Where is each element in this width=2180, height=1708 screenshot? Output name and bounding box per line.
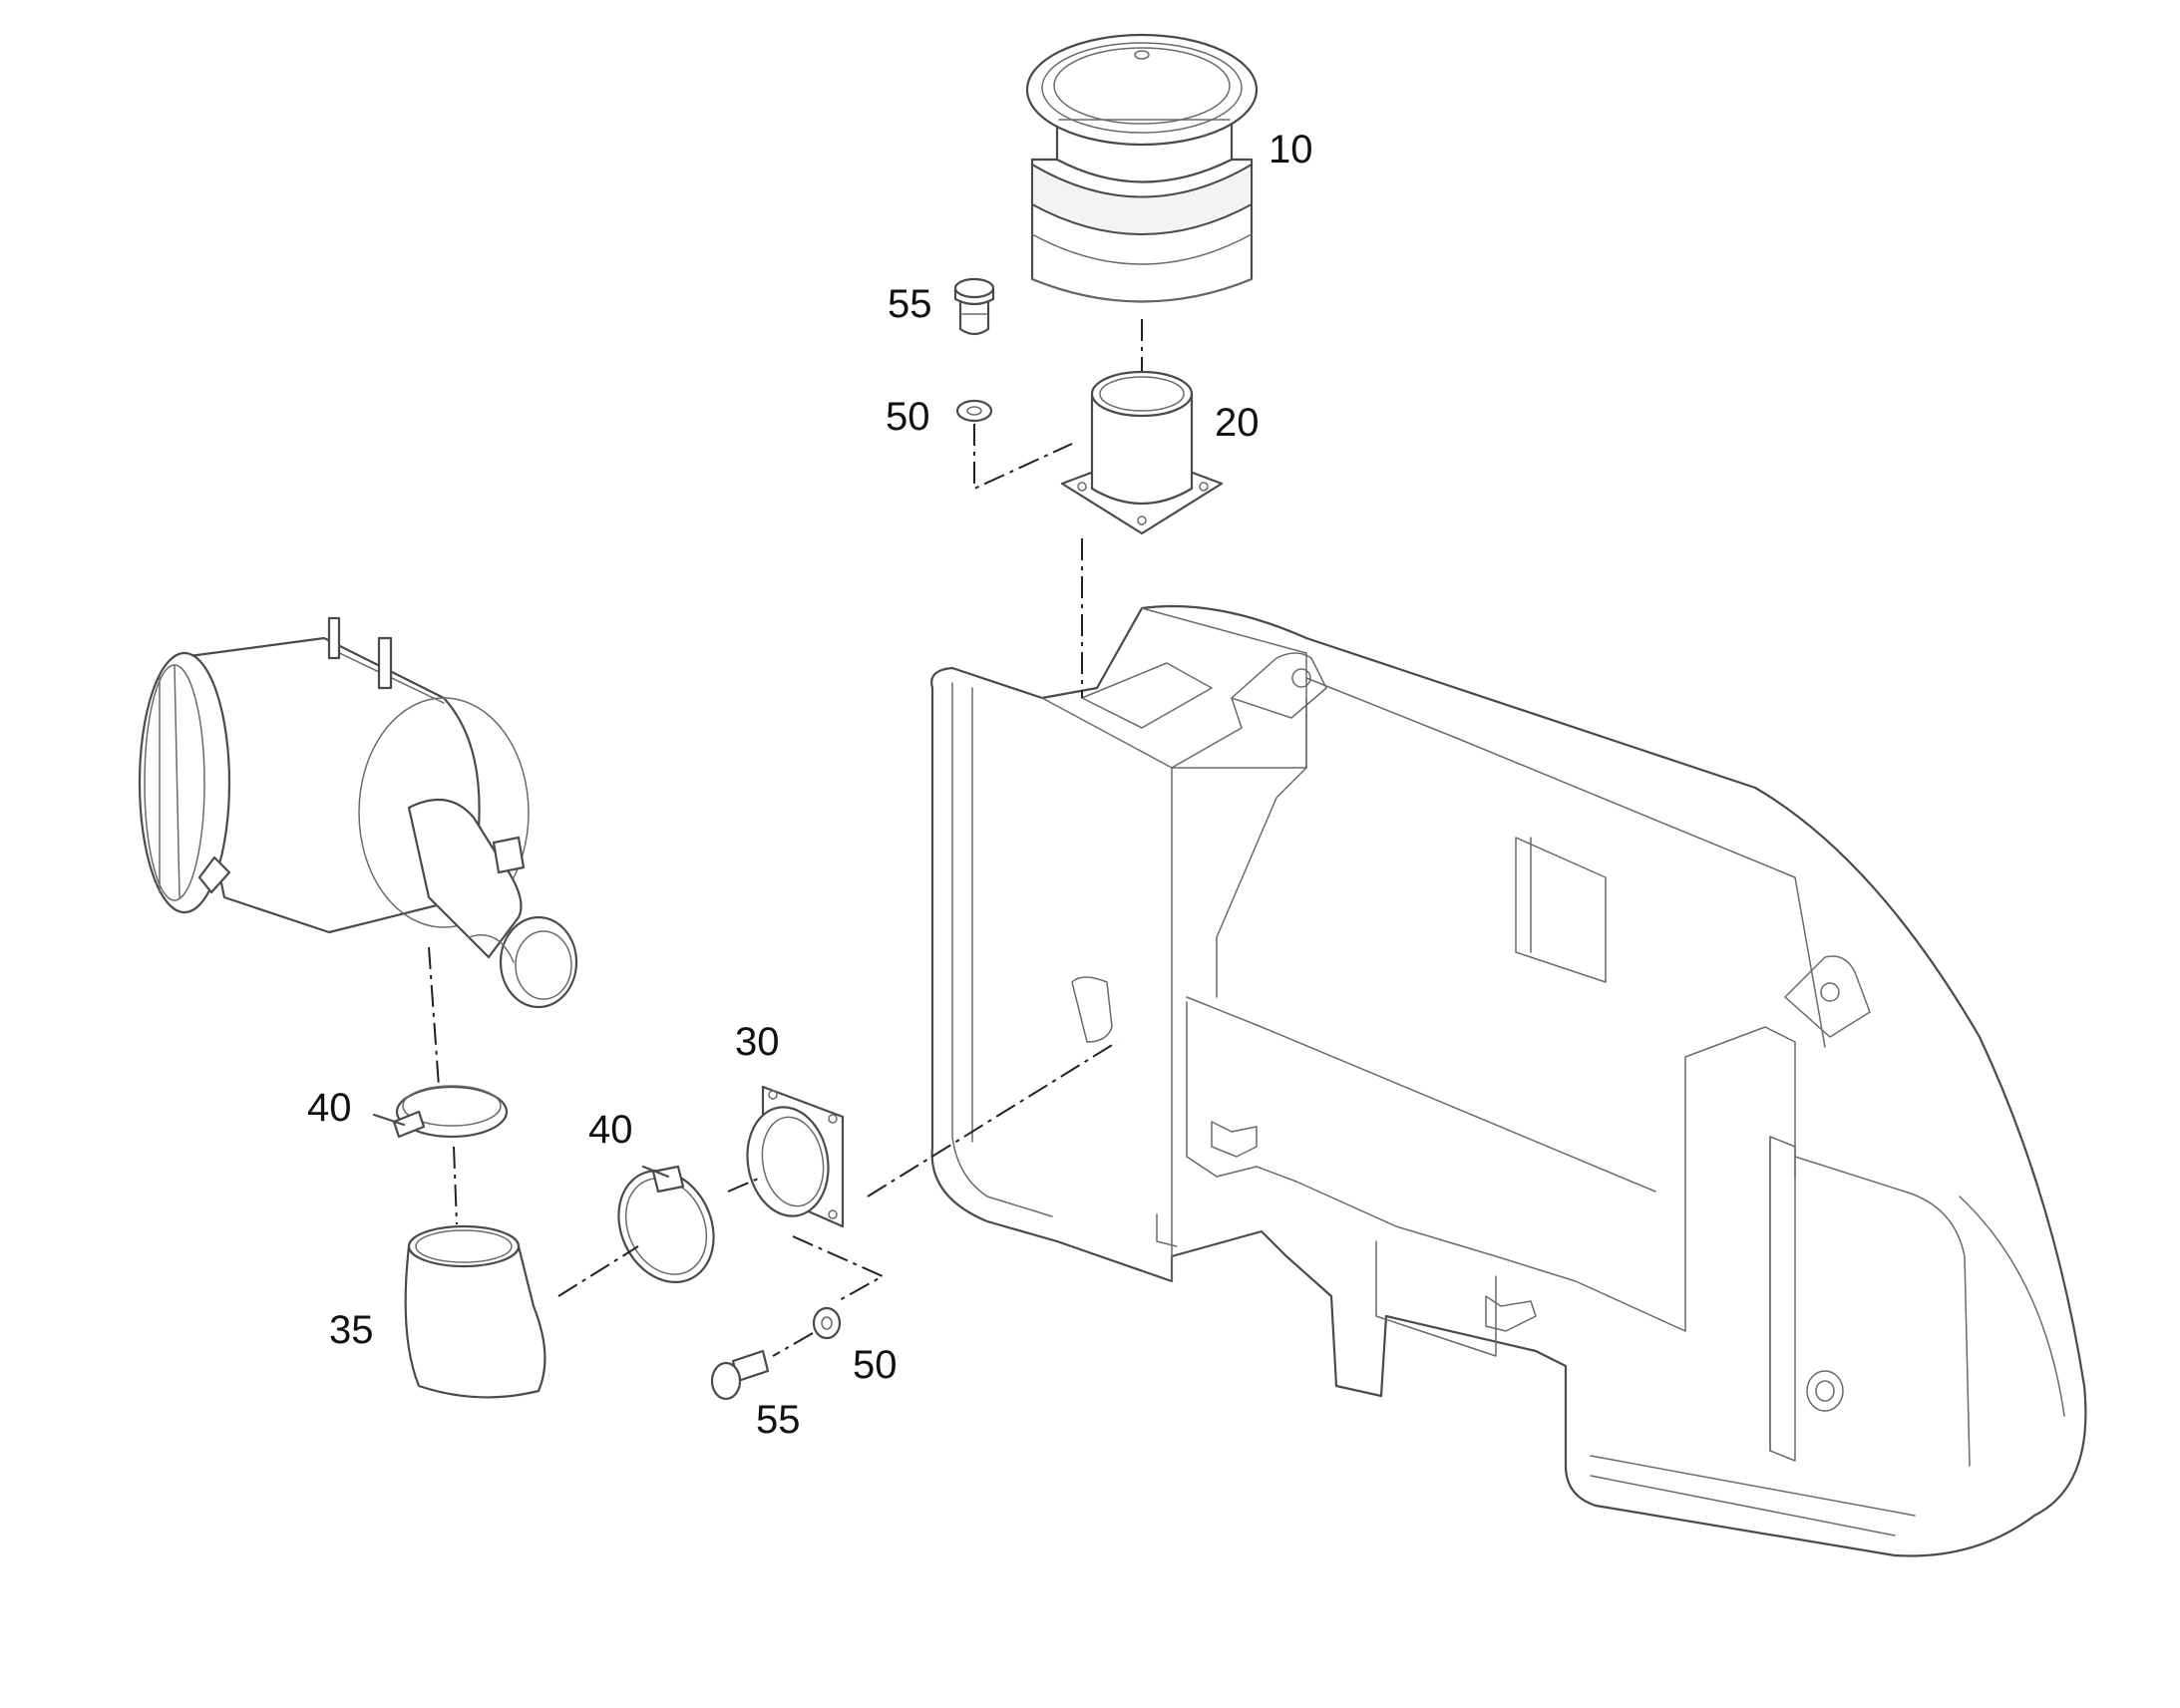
part-30-flange-adapter[interactable] bbox=[739, 1085, 845, 1228]
callout-50-bottom: 50 bbox=[853, 1343, 898, 1387]
part-40-clamp-left[interactable] bbox=[372, 1085, 509, 1139]
counterweight-frame[interactable] bbox=[930, 604, 2087, 1557]
callout-40-right: 40 bbox=[588, 1108, 633, 1152]
callout-labels: 10 20 30 35 40 40 50 50 55 55 bbox=[307, 128, 1313, 1442]
part-55-bolt-bottom[interactable] bbox=[710, 1349, 770, 1401]
callout-30: 30 bbox=[735, 1020, 780, 1064]
callout-35: 35 bbox=[329, 1308, 374, 1352]
callout-55-top: 55 bbox=[888, 282, 932, 326]
part-10-precleaner[interactable] bbox=[1025, 33, 1259, 303]
part-35-elbow-hose[interactable] bbox=[404, 1224, 546, 1399]
callout-55-bottom: 55 bbox=[756, 1398, 801, 1442]
part-50-washer-bottom[interactable] bbox=[812, 1306, 842, 1340]
part-50-washer-top[interactable] bbox=[955, 399, 993, 423]
part-40-clamp-right[interactable] bbox=[601, 1155, 732, 1297]
air-cleaner-housing[interactable] bbox=[138, 616, 578, 1009]
assembly-leader-lines bbox=[428, 319, 1143, 1357]
callout-10: 10 bbox=[1269, 128, 1313, 171]
callout-40-left: 40 bbox=[307, 1086, 352, 1130]
callout-20: 20 bbox=[1215, 401, 1260, 445]
part-55-bolt-top[interactable] bbox=[953, 277, 995, 336]
callout-50-top: 50 bbox=[886, 395, 930, 439]
part-20-pipe-flange[interactable] bbox=[1060, 370, 1224, 535]
